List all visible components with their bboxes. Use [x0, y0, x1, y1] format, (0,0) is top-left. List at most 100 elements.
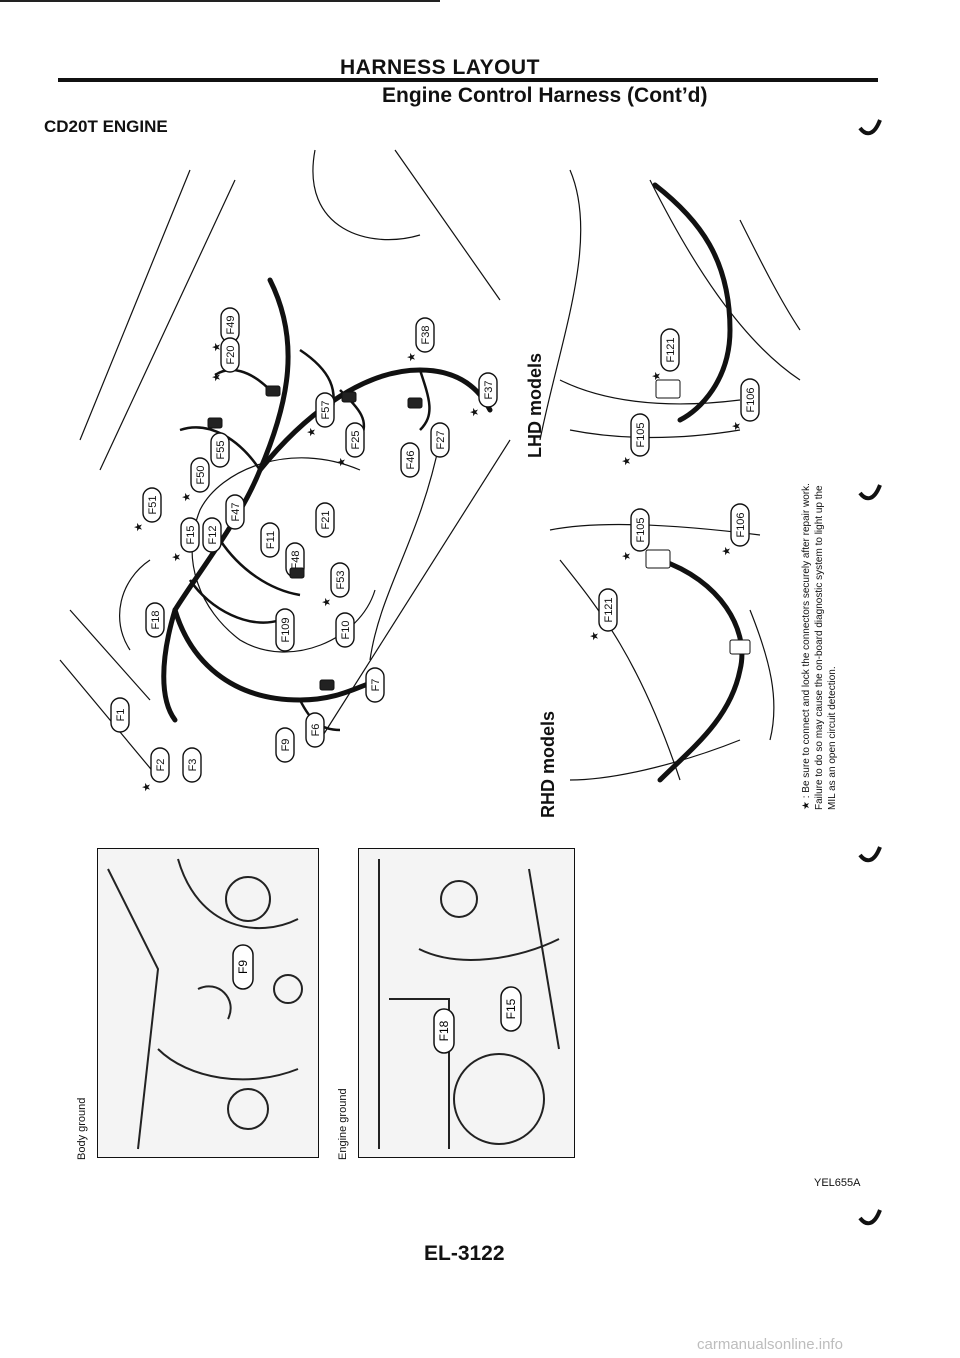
connector-f37: F37★ [469, 372, 498, 417]
connector-f9: F9 [275, 727, 295, 763]
connector-label: F57 [320, 401, 332, 420]
connector-f121: F121★ [651, 328, 680, 381]
star-icon: ★ [306, 427, 318, 437]
photo-right-connector-2: F15 [504, 998, 518, 1019]
connector-label: F37 [483, 381, 495, 400]
connector-label: F51 [147, 496, 159, 515]
connector-f10: F10 [335, 612, 355, 648]
figure-code: YEL655A [814, 1177, 861, 1189]
note-line-1: ★ : Be sure to connect and lock the conn… [801, 483, 812, 810]
connector-f7: F7 [365, 667, 385, 703]
header-rule [58, 78, 878, 82]
connector-label: F21 [320, 511, 332, 530]
rhd-harness [657, 557, 745, 783]
star-icon: ★ [731, 421, 743, 431]
connector-f11: F11 [260, 522, 280, 558]
page-subtitle: Engine Control Harness (Cont’d) [382, 84, 708, 107]
connector-note: ★ : Be sure to connect and lock the conn… [800, 390, 839, 810]
note-line-2: Failure to do so may cause the on-board … [814, 485, 825, 810]
connector-f15: F15★ [171, 517, 200, 562]
check-mark-icon [858, 846, 882, 863]
star-icon: ★ [133, 522, 145, 532]
star-icon: ★ [721, 546, 733, 556]
connector-f1: F1 [110, 697, 130, 733]
star-icon: ★ [321, 597, 333, 607]
connector-f2: F2★ [141, 747, 170, 792]
connector-f3: F3 [182, 747, 202, 783]
connector-label: F50 [195, 466, 207, 485]
engine-ground-label: Engine ground [337, 1088, 349, 1160]
connector-label: F11 [265, 531, 277, 549]
connector-label: F3 [187, 759, 199, 772]
connector-tag-layer: F49★F20★F38★F37★F57★F25★F27F46F55F50★F51… [110, 307, 760, 792]
connector-label: F48 [290, 551, 302, 570]
connector-label: F106 [745, 387, 757, 412]
connector-f47: F47 [225, 494, 245, 530]
top-rule [0, 0, 440, 2]
connector-label: F9 [280, 739, 292, 752]
connector-label: F55 [215, 441, 227, 460]
connector-f51: F51★ [133, 487, 162, 532]
check-mark-icon [858, 484, 882, 501]
note-line-3: MIL as an open circuit detection. [827, 666, 838, 810]
connector-label: F10 [340, 621, 352, 640]
connector-label: F27 [435, 431, 447, 450]
connector-f106: F106★ [731, 378, 760, 431]
connector-label: F121 [665, 337, 677, 362]
connector-label: F15 [185, 526, 197, 545]
star-icon: ★ [181, 492, 193, 502]
star-icon: ★ [171, 552, 183, 562]
star-icon: ★ [621, 551, 633, 561]
connector-f20: F20★ [211, 337, 240, 382]
lhd-harness [652, 182, 733, 423]
connector-f27: F27 [430, 422, 450, 458]
star-icon: ★ [336, 457, 348, 467]
connector-label: F2 [155, 759, 167, 772]
star-icon: ★ [589, 631, 601, 641]
connector-label: F53 [335, 571, 347, 590]
connector-label: F12 [207, 526, 219, 545]
body-ground-label: Body ground [76, 1097, 88, 1160]
photo-left-connector: F9 [236, 960, 250, 974]
connector-f12: F12 [202, 517, 222, 553]
engine-ground-photo: F18 F15 [358, 848, 575, 1158]
connector-body-layer [207, 379, 751, 691]
connector-label: F46 [405, 451, 417, 470]
check-mark-icon [858, 1209, 882, 1226]
connector-label: F20 [225, 346, 237, 365]
connector-f53: F53★ [321, 562, 350, 607]
photo-right-connector-1: F18 [437, 1020, 451, 1041]
lhd-outline [539, 169, 801, 441]
connector-label: F106 [735, 512, 747, 537]
star-icon: ★ [406, 352, 418, 362]
connector-label: F49 [225, 316, 237, 335]
rhd-models-label: RHD models [538, 710, 558, 818]
connector-f21: F21 [315, 502, 335, 538]
connector-f49: F49★ [211, 307, 240, 352]
connector-f105: F105★ [621, 508, 650, 561]
star-icon: ★ [621, 456, 633, 466]
connector-label: F6 [310, 724, 322, 737]
connector-f121: F121★ [589, 588, 618, 641]
connector-f6: F6 [305, 712, 325, 748]
connector-label: F109 [280, 617, 292, 642]
page-number: EL-3122 [424, 1242, 505, 1265]
star-icon: ★ [211, 372, 223, 382]
connector-f18: F18 [145, 602, 165, 638]
connector-f50: F50★ [181, 457, 210, 502]
connector-label: F25 [350, 431, 362, 450]
connector-f46: F46 [400, 442, 420, 478]
connector-f109: F109 [275, 608, 295, 652]
connector-f55: F55 [210, 432, 230, 468]
body-ground-photo: F9 [97, 848, 319, 1158]
connector-f57: F57★ [306, 392, 335, 437]
connector-f105: F105★ [621, 413, 650, 466]
connector-label: F105 [635, 422, 647, 447]
connector-label: F18 [150, 611, 162, 630]
connector-label: F7 [370, 679, 382, 692]
star-icon: ★ [141, 782, 153, 792]
star-icon: ★ [211, 342, 223, 352]
connector-f25: F25★ [336, 422, 365, 467]
check-mark-icon [858, 119, 882, 136]
connector-f106: F106★ [721, 503, 750, 556]
